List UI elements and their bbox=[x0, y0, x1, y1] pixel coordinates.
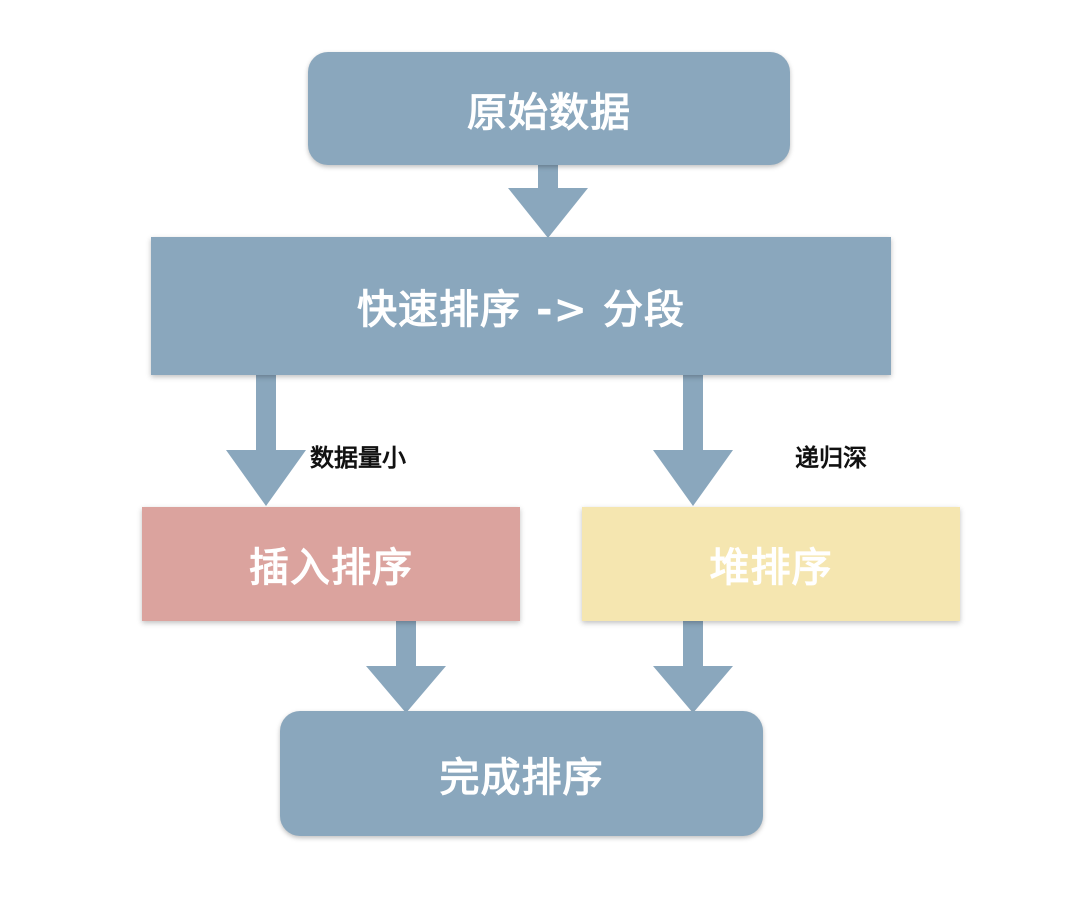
arrow-quicksort-to-heap bbox=[653, 375, 733, 506]
node-done-label: 完成排序 bbox=[439, 754, 604, 801]
node-raw-data-label: 原始数据 bbox=[467, 89, 631, 136]
arrow-insertion-to-done bbox=[366, 620, 446, 713]
node-heap-sort: 堆排序 bbox=[582, 507, 960, 621]
node-quick-sort: 快速排序 -> 分段 bbox=[151, 237, 891, 375]
node-done: 完成排序 bbox=[280, 711, 763, 836]
arrow-raw-to-quicksort bbox=[508, 163, 588, 238]
node-insertion-sort-label: 插入排序 bbox=[249, 545, 413, 591]
edge-label-deep-recursion: 递归深 bbox=[795, 444, 867, 472]
edge-label-small-data: 数据量小 bbox=[310, 444, 406, 472]
node-insertion-sort: 插入排序 bbox=[142, 507, 520, 621]
node-quick-sort-label: 快速排序 -> 分段 bbox=[357, 287, 685, 333]
arrow-quicksort-to-insertion bbox=[226, 375, 306, 506]
arrow-heap-to-done bbox=[653, 620, 733, 713]
node-raw-data: 原始数据 bbox=[308, 52, 790, 165]
node-heap-sort-label: 堆排序 bbox=[709, 545, 833, 591]
